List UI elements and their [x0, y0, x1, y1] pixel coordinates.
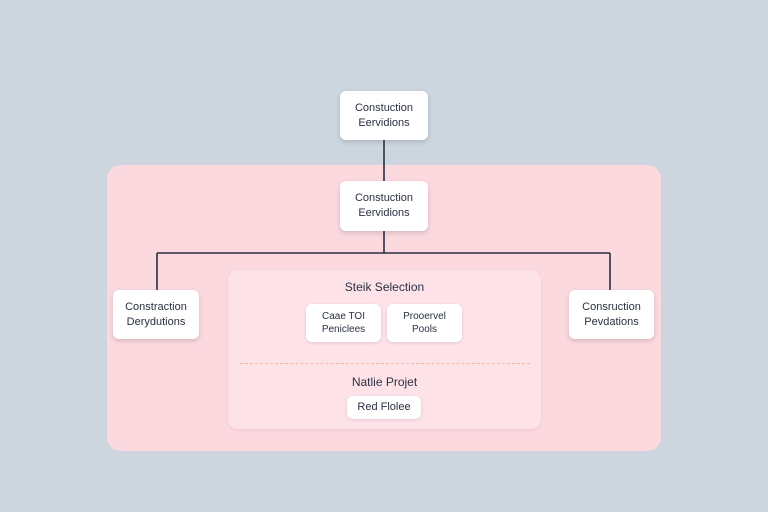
node-left-line2: Derydutions — [126, 315, 186, 328]
chip-2[interactable]: Prooervel Pools — [387, 304, 462, 342]
node-mid-line2: Eervidions — [358, 207, 410, 219]
node-left[interactable]: Constraction Derydutions — [113, 290, 199, 339]
node-root-line1: Constuction — [354, 101, 414, 114]
node-mid-line1: Constuction — [354, 192, 414, 204]
red-flolee-button-label: Red Flolee — [357, 401, 411, 413]
node-root-line2: Eervidions — [358, 116, 410, 129]
chip-1-line2: Peniclees — [321, 324, 366, 335]
inner-group-title: Steik Selection — [344, 280, 425, 294]
inner-group-subtitle: Natlie Projet — [351, 375, 418, 389]
node-right-line1: Consruction — [582, 300, 641, 313]
chip-2-line1: Prooervel — [403, 311, 446, 322]
chip-2-line2: Pools — [411, 324, 437, 335]
node-left-line1: Constraction — [125, 300, 187, 313]
chip-1[interactable]: Caae TOI Peniclees — [306, 304, 381, 342]
chip-1-line1: Caae TOI — [322, 311, 365, 322]
node-right[interactable]: Consruction Pevdations — [569, 290, 654, 339]
red-flolee-button[interactable]: Red Flolee — [347, 396, 421, 419]
node-root[interactable]: Constuction Eervidions — [340, 91, 428, 140]
dashed-divider — [240, 363, 530, 364]
node-right-line2: Pevdations — [584, 315, 639, 328]
node-mid[interactable]: Constuction Eervidions — [340, 181, 428, 231]
